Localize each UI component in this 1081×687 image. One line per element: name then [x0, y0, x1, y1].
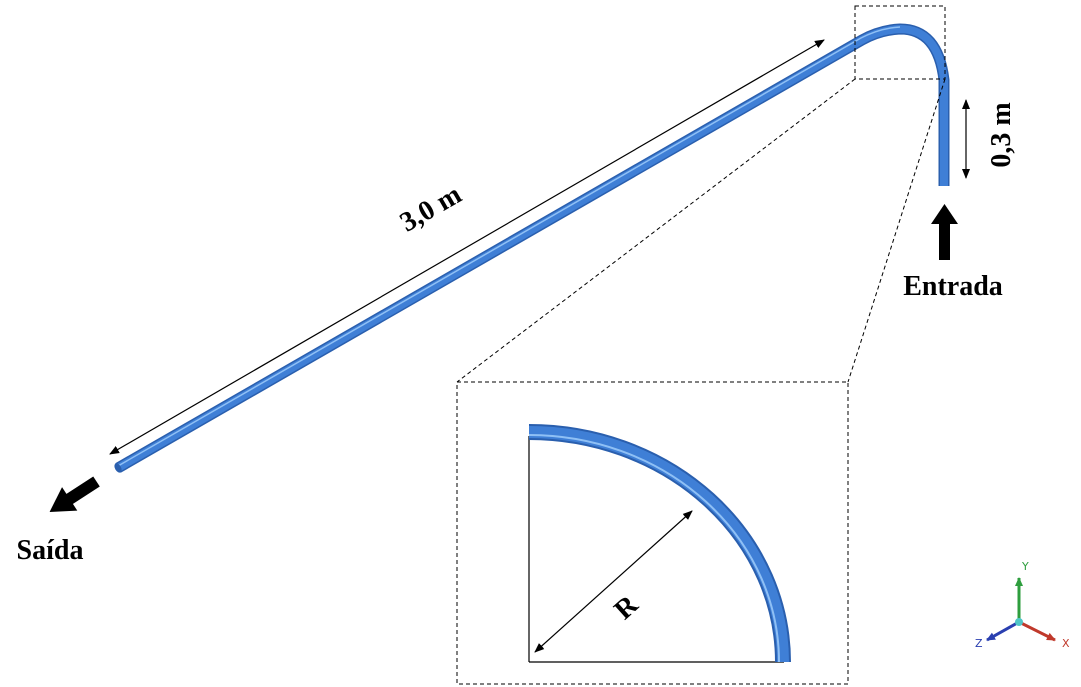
- pipe: [114, 23, 950, 473]
- axis-origin: [1015, 618, 1023, 626]
- bend-arc-highlight: [528, 434, 780, 663]
- axis-x-line: [1018, 620, 1056, 642]
- bend-detail: R: [528, 424, 791, 663]
- pipe-shadow: [115, 23, 950, 473]
- arrow-up-icon: [931, 204, 958, 260]
- pipe-outlet-end: [114, 463, 122, 473]
- label-radius: R: [608, 589, 644, 626]
- pipe-body: [116, 25, 948, 472]
- axis-label-x: X: [1062, 637, 1070, 650]
- arrow-down-left-icon: [49, 476, 100, 512]
- axis-label-z: Z: [975, 637, 983, 650]
- bend-arc-body: [528, 426, 789, 663]
- pipe-highlight: [117, 26, 901, 467]
- label-length-main: 3,0 m: [395, 179, 467, 239]
- label-inlet: Entrada: [903, 271, 1003, 302]
- detail-box-large: [456, 381, 849, 685]
- radius-dimension-line: [534, 510, 693, 653]
- detail-box-small: [854, 5, 946, 80]
- dimension-line-main: [109, 39, 825, 455]
- label-outlet: Saída: [17, 535, 84, 566]
- detail-connector-left: [456, 78, 856, 383]
- axis-z-line: [986, 620, 1020, 642]
- axis-triad-icon: Y X Z: [975, 560, 1070, 650]
- label-length-vertical: 0,3 m: [986, 102, 1017, 167]
- detail-connector-right: [847, 78, 946, 383]
- axis-label-y: Y: [1021, 560, 1029, 573]
